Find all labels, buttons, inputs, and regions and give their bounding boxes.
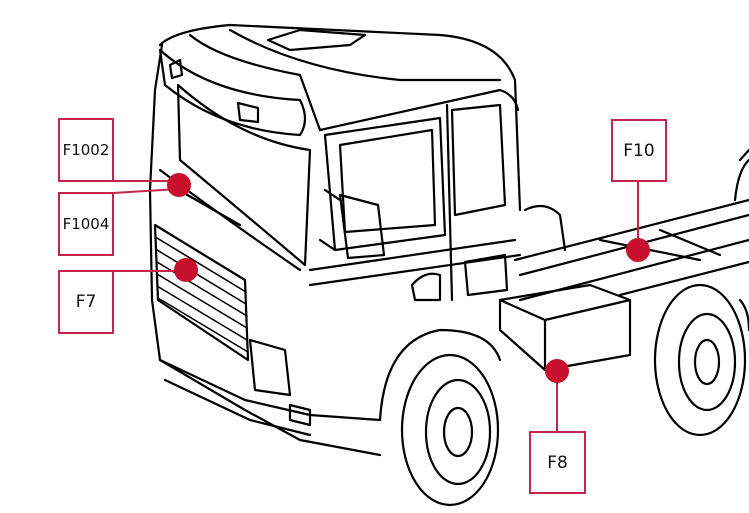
label-f1004-text: F1004 — [62, 215, 110, 233]
label-f7[interactable]: F7 — [58, 270, 114, 334]
f1002-f1004-marker-dot[interactable] — [167, 173, 191, 197]
label-f10-text: F10 — [623, 140, 655, 161]
label-f10[interactable]: F10 — [611, 119, 667, 182]
label-f1004[interactable]: F1004 — [58, 192, 114, 256]
label-f1002-text: F1002 — [62, 141, 110, 159]
f7-marker-dot[interactable] — [174, 258, 198, 282]
label-f7-text: F7 — [75, 292, 97, 312]
f8-marker-dot[interactable] — [545, 359, 569, 383]
f10-marker-dot[interactable] — [626, 238, 650, 262]
label-f8-text: F8 — [547, 452, 568, 473]
label-f8[interactable]: F8 — [529, 431, 586, 494]
label-f1002[interactable]: F1002 — [58, 118, 114, 182]
